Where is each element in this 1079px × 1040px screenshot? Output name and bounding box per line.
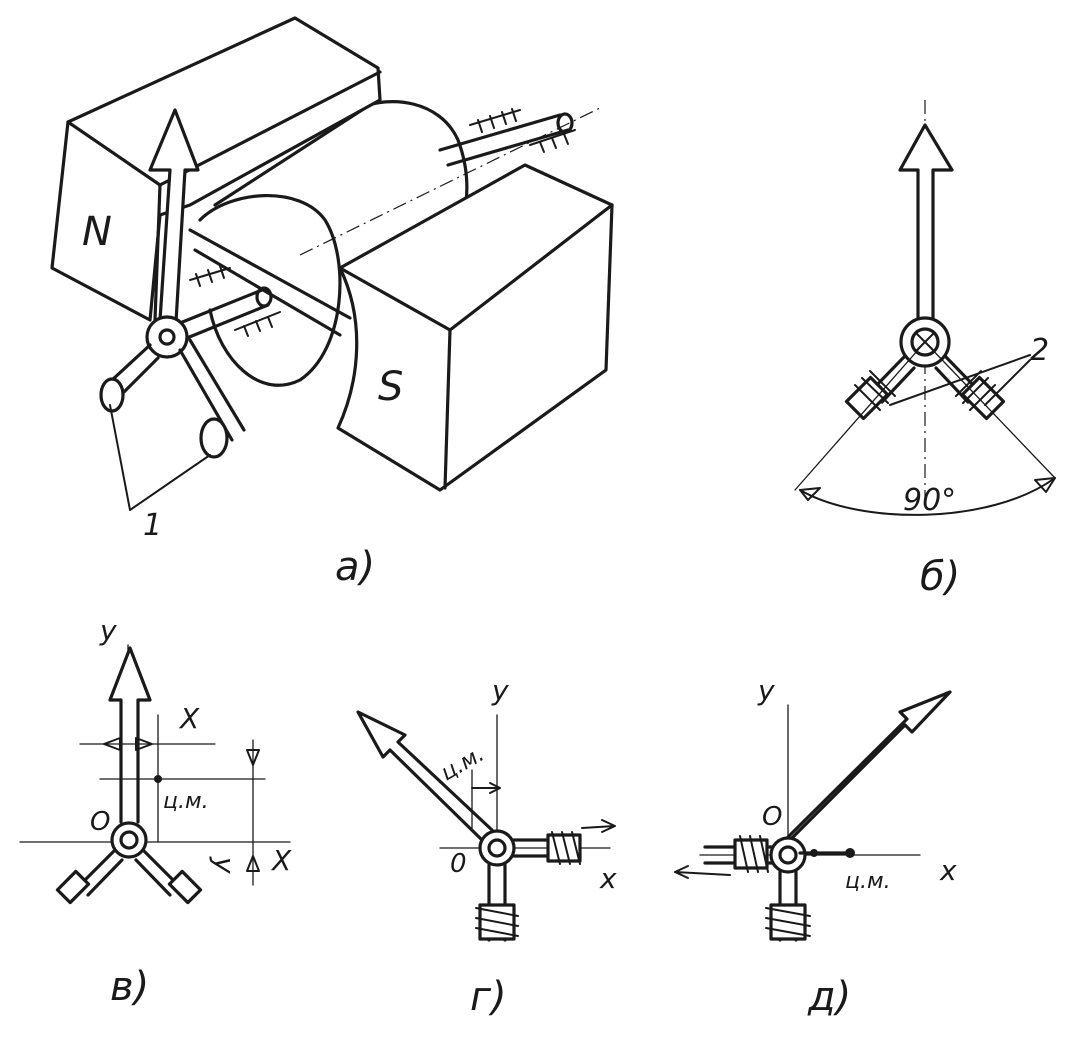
fig-v-axis-x: X	[270, 844, 292, 877]
fig-v-axis-y: y	[99, 614, 117, 647]
figure-b-caption: б)	[920, 554, 960, 600]
figure-d-tilted-right: y x O ц.м. д)	[674, 674, 957, 1020]
fig-g-origin: 0	[450, 849, 467, 879]
fig-d-axis-y: y	[757, 674, 775, 707]
callout-1-leader	[109, 404, 211, 511]
pole-south-label: S	[378, 364, 403, 410]
fig-d-center-mass-dot	[845, 848, 855, 858]
figure-b-tripod-90deg: 2 90° б)	[794, 100, 1056, 600]
figure-a-caption: а)	[335, 544, 375, 590]
fig-d-center-mass-label: ц.м.	[845, 869, 891, 894]
fig-g-axis-x: x	[599, 862, 617, 895]
fig-v-offset-x: X	[178, 702, 200, 735]
fig-g-axis-y: y	[491, 674, 509, 707]
fig-v-center-mass-label: ц.м.	[163, 789, 209, 814]
south-pole-block	[336, 163, 614, 492]
fig-v-center-mass-dot	[154, 775, 162, 783]
far-shaft	[299, 107, 601, 256]
figure-d-caption: д)	[807, 974, 851, 1020]
fig-g-center-mass-label: ц.м.	[437, 742, 489, 786]
callout-1-label: 1	[143, 508, 162, 543]
north-pole-block	[50, 16, 382, 322]
fig-v-origin: O	[90, 807, 110, 837]
figure-v-caption: в)	[110, 964, 149, 1010]
callout-2-label: 2	[1030, 333, 1049, 368]
fig-v-offset-y: y	[208, 856, 241, 874]
figure-v-center-offset: y X O X y ц.м. в)	[19, 614, 292, 1010]
near-shaft	[173, 265, 281, 342]
angle-90-label: 90°	[903, 483, 956, 518]
fig-d-axis-x: x	[939, 854, 957, 887]
figure-g-tilted-left: y x 0 ц.м. г)	[356, 674, 617, 1020]
fig-d-origin: O	[762, 802, 782, 832]
figure-g-caption: г)	[470, 974, 507, 1020]
pole-north-label: N	[82, 209, 112, 255]
figure-a-magnet-assembly: N S 1 а)	[50, 16, 614, 590]
